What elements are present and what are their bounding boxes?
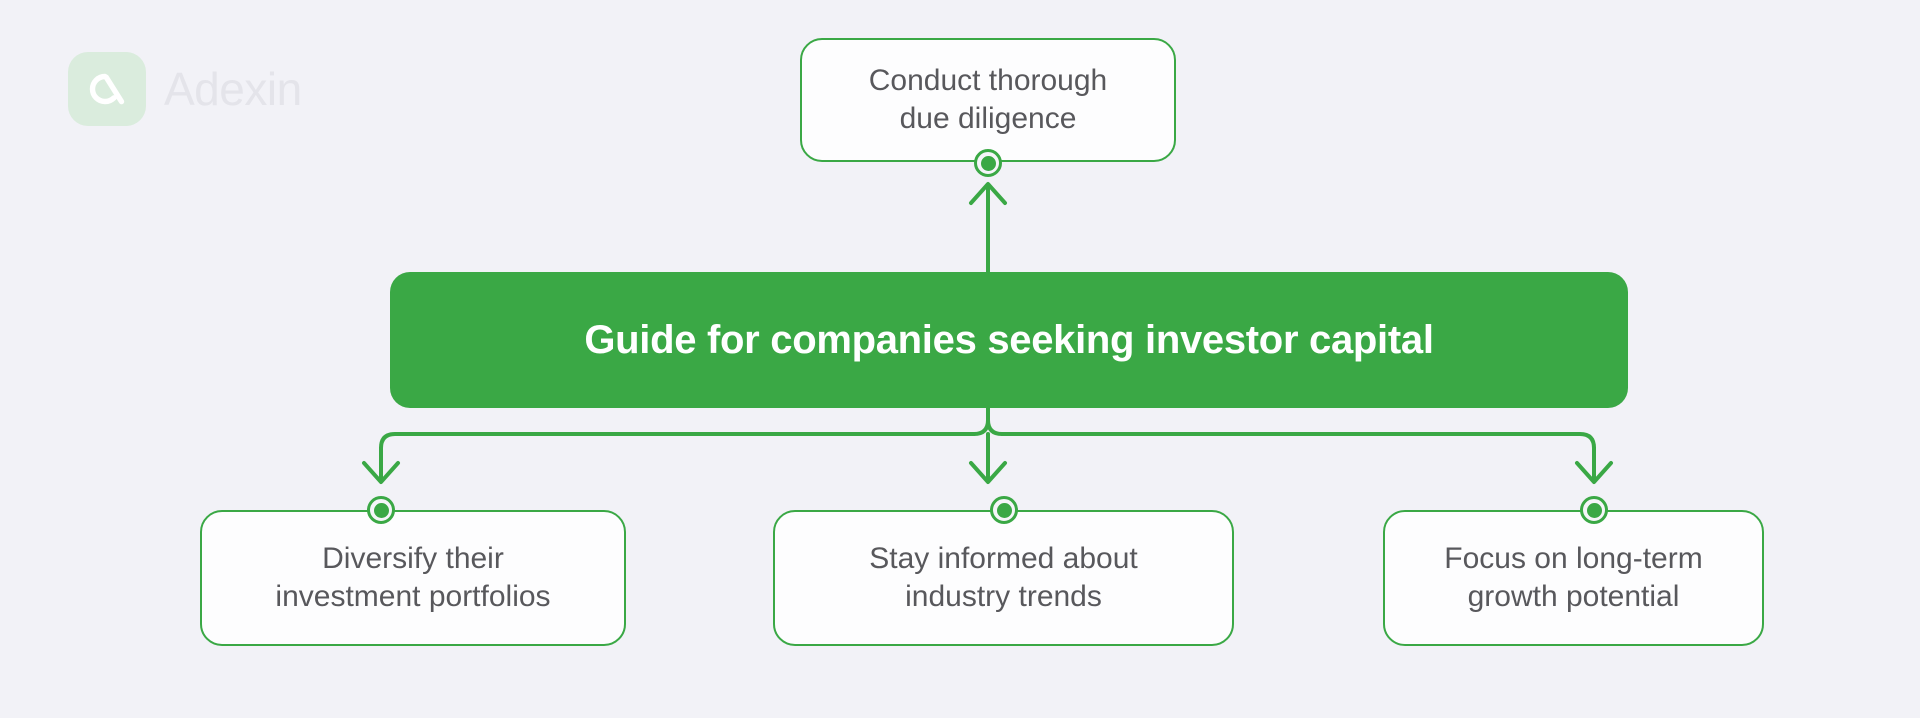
connector-bar-center-stem [972,406,990,436]
arrowhead-down-right [1575,461,1613,484]
adexin-a-logo-icon [68,52,146,126]
arrowhead-up-top [969,182,1007,205]
root-node-banner[interactable]: Guide for companies seeking investor cap… [390,272,1628,408]
node-conduct-due-diligence[interactable]: Conduct thorough due diligence [800,38,1176,162]
node-focus-long-term-growth[interactable]: Focus on long-term growth potential [1383,510,1764,646]
connector-bar-left [379,432,976,454]
arrowhead-down-center [969,461,1007,484]
connector-dot-left-node [367,496,395,524]
connector-dot-center-node [990,496,1018,524]
connector-dot-top-node [974,149,1002,177]
brand-name: Adexin [164,63,302,115]
brand-logo: Adexin [68,52,302,126]
node-stay-informed-trends[interactable]: Stay informed about industry trends [773,510,1234,646]
connector-bar-center-stem-right [986,418,1004,436]
connector-dot-right-node [1580,496,1608,524]
connector-bar-right [1000,432,1596,454]
arrowhead-down-left [362,461,400,484]
node-diversify-portfolios[interactable]: Diversify their investment portfolios [200,510,626,646]
